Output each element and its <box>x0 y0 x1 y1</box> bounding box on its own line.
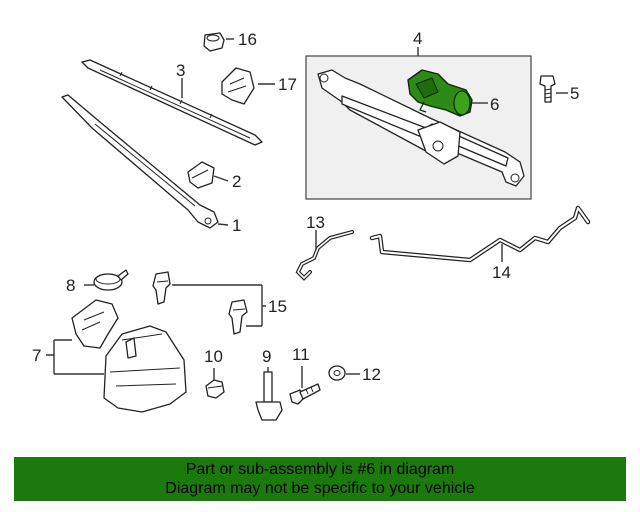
banner-line-disclaimer: Diagram may not be specific to your vehi… <box>165 480 475 497</box>
washer-nozzle-upper-part[interactable] <box>152 271 171 305</box>
wiper-blade-part[interactable] <box>81 59 263 146</box>
callout-1: 1 <box>232 216 241 235</box>
wiper-clip-part[interactable] <box>187 161 215 189</box>
part-info-banner: Part or sub-assembly is #6 in diagram Di… <box>14 457 626 501</box>
washer-hose-part[interactable] <box>369 205 591 263</box>
pivot-cap-part[interactable] <box>221 67 255 105</box>
nut-part[interactable] <box>205 379 225 399</box>
callout-17: 17 <box>278 75 297 94</box>
grommet-part[interactable] <box>203 32 225 52</box>
screw-part[interactable] <box>289 383 321 405</box>
callout-16: 16 <box>238 30 257 49</box>
washer-reservoir-part[interactable] <box>71 299 187 413</box>
leader-lines <box>46 38 568 388</box>
callout-14: 14 <box>492 263 511 282</box>
banner-line-part: Part or sub-assembly is #6 in diagram <box>185 461 455 478</box>
callout-11: 11 <box>292 345 310 364</box>
callout-4: 4 <box>413 29 422 48</box>
callout-6: 6 <box>490 95 499 114</box>
callout-9: 9 <box>262 347 271 366</box>
callout-2: 2 <box>232 172 241 191</box>
bolt-part[interactable] <box>539 75 556 103</box>
callout-10: 10 <box>204 347 223 366</box>
wiper-arm-part[interactable] <box>61 94 219 229</box>
callout-5: 5 <box>570 84 579 103</box>
washer-reservoir-cap-part[interactable] <box>93 269 129 291</box>
exploded-parts-diagram: 16 3 17 4 5 6 2 1 13 14 8 15 7 10 9 11 1… <box>32 29 591 421</box>
washer-part[interactable] <box>328 365 346 381</box>
washer-hose-connector-part[interactable] <box>295 230 354 281</box>
callout-7: 7 <box>32 346 41 365</box>
callout-15: 15 <box>268 297 287 316</box>
callout-13: 13 <box>306 213 325 232</box>
callout-3: 3 <box>176 61 185 80</box>
wiper-linkage-part[interactable] <box>317 69 525 187</box>
wiper-motor-part[interactable] <box>407 69 473 117</box>
callout-8: 8 <box>66 276 75 295</box>
callout-12: 12 <box>362 365 381 384</box>
washer-nozzle-lower-part[interactable] <box>228 299 248 335</box>
stud-part[interactable] <box>255 371 283 421</box>
